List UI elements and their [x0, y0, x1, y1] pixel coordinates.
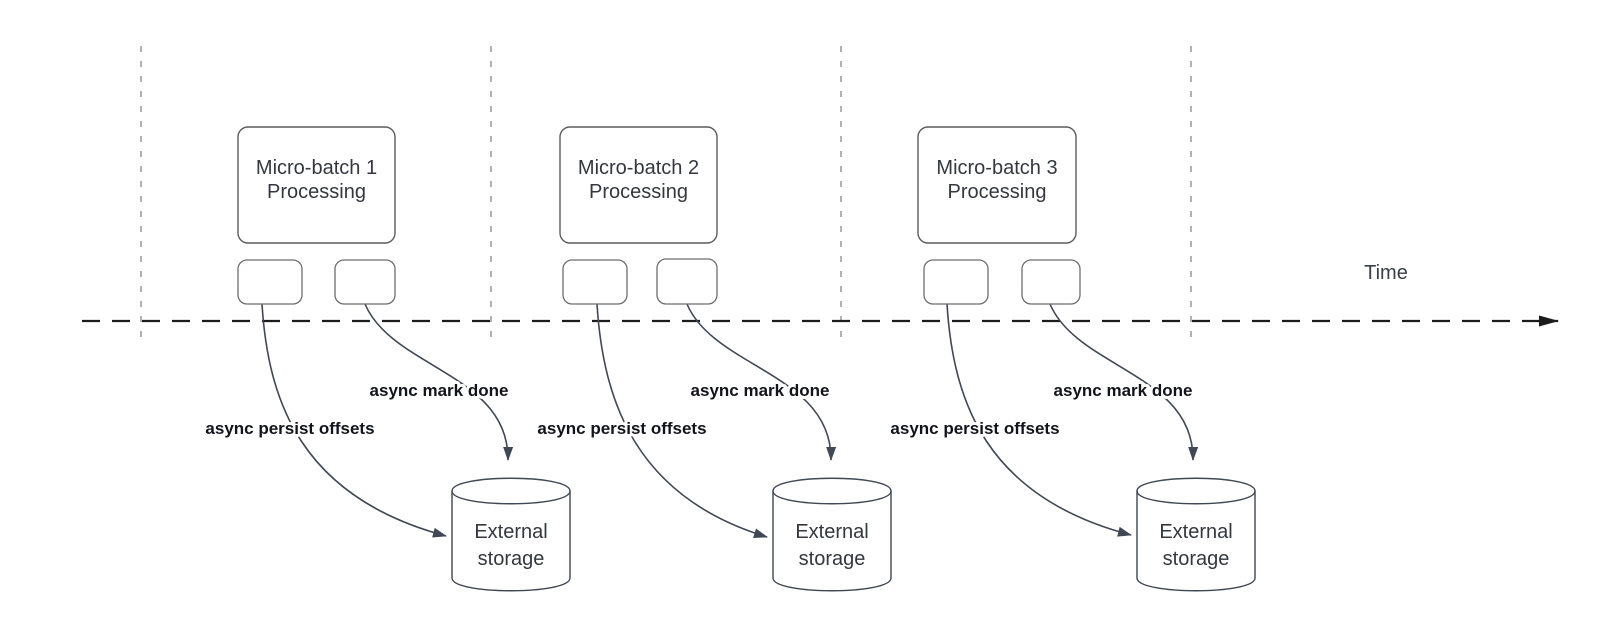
storage-label-line2: storage: [1163, 548, 1230, 570]
storage-label-line2: storage: [799, 548, 866, 570]
storage-label-line1: External: [1159, 521, 1232, 543]
task-box-2: [1021, 259, 1081, 305]
micro-batch-title: Micro-batch 3: [936, 157, 1057, 179]
micro-batch-subtitle: Processing: [589, 181, 688, 203]
cylinder-top-arc: [772, 490, 892, 505]
cylinder-body: [1136, 477, 1256, 592]
micro-batch-title: Micro-batch 1: [256, 157, 377, 179]
task-box-1: [562, 259, 628, 305]
mark-done-label: async mark done: [691, 381, 830, 400]
task-box-2: [656, 258, 718, 305]
micro-batch-title: Micro-batch 2: [578, 157, 699, 179]
cylinder-top-arc: [451, 490, 571, 505]
persist-offsets-arrow: [946, 303, 1132, 537]
persist-offsets-label: async persist offsets: [537, 419, 706, 438]
persist-offsets-label: async persist offsets: [205, 419, 374, 438]
persist-offsets-arrow: [596, 303, 768, 539]
guide-lines: [140, 46, 1192, 338]
external-storage-cylinder: External storage: [772, 477, 892, 592]
cylinder-top-arc: [1136, 490, 1256, 505]
micro-batch-processing-box: [559, 126, 718, 244]
time-axis-label: Time: [1364, 262, 1408, 284]
storage-label-line2: storage: [478, 548, 545, 570]
mark-done-label: async mark done: [370, 381, 509, 400]
cylinder-body: [451, 477, 571, 592]
external-storage-cylinder: External storage: [1136, 477, 1256, 592]
mark-done-arrow: [364, 303, 514, 461]
micro-batch-subtitle: Processing: [948, 181, 1047, 203]
external-storage-cylinder: External storage: [451, 477, 571, 592]
cylinder-body: [772, 477, 892, 592]
micro-batch-processing-box: [237, 126, 396, 244]
micro-batch-processing-box: [917, 126, 1077, 244]
persist-offsets-arrow: [261, 303, 447, 538]
storage-label-line1: External: [795, 521, 868, 543]
task-box-2: [334, 259, 396, 305]
mark-done-arrow: [1049, 303, 1199, 461]
mark-done-label: async mark done: [1054, 381, 1193, 400]
mark-done-arrow: [686, 303, 837, 461]
task-box-1: [237, 259, 303, 305]
micro-batch-subtitle: Processing: [267, 181, 366, 203]
persist-offsets-label: async persist offsets: [890, 419, 1059, 438]
task-box-1: [923, 259, 989, 305]
storage-label-line1: External: [474, 521, 547, 543]
timeline-group: Time: [82, 262, 1559, 327]
